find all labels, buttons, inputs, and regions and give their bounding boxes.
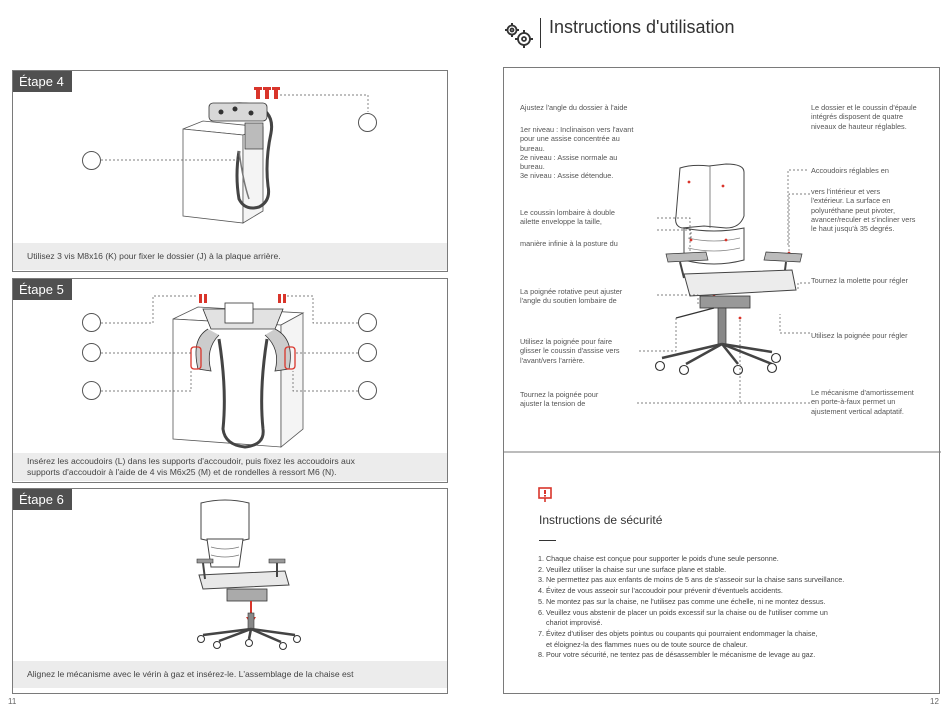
callout-circle xyxy=(358,343,377,362)
armrest-line: vers l'intérieur et vers xyxy=(811,187,881,196)
safety-title-underline xyxy=(539,540,556,541)
rotary-line: l'angle du soutien lombaire de xyxy=(520,296,617,306)
note-armrests: vers l'intérieur et vers l'extérieur. La… xyxy=(811,187,915,233)
callout-circle xyxy=(358,113,377,132)
mechanism-line: ajustement vertical adaptatif. xyxy=(811,406,904,416)
note-headrest: Le dossier et le coussin d'épaule intégr… xyxy=(811,103,917,131)
page-number-right: 12 xyxy=(930,697,939,706)
warning-icon xyxy=(538,487,552,503)
safety-item: 8. Pour votre sécurité, ne tentez pas de… xyxy=(538,650,816,660)
tension-line: ajuster la tension de xyxy=(520,399,586,409)
note-lumbar-posture: manière infinie à la posture du xyxy=(520,239,618,248)
note-knob: Tournez la molette pour régler xyxy=(811,276,908,285)
level-line: 2e niveau : Assise normale au xyxy=(520,152,618,162)
callout-circle xyxy=(358,313,377,332)
armrest-line: polyuréthane peut pivoter, xyxy=(811,205,895,215)
safety-item: chariot improvisé. xyxy=(546,618,603,628)
step-5-illustration xyxy=(101,294,358,449)
note-lumbar: Le coussin lombaire à double ailette env… xyxy=(520,208,615,227)
safety-title: Instructions de sécurité xyxy=(539,513,663,527)
slide-line: glisser le coussin d'assise vers xyxy=(520,346,620,356)
tension-line: Tournez la poignée pour xyxy=(520,390,599,399)
step-5-caption-line1: Insérez les accoudoirs (L) dans les supp… xyxy=(27,456,355,466)
safety-list: 1. Chaque chaise est conçue pour support… xyxy=(538,554,844,661)
safety-item: 4. Évitez de vous asseoir sur l'accoudoi… xyxy=(538,586,783,596)
note-seat-slide: Utilisez la poignée pour faire glisser l… xyxy=(520,337,620,365)
level-line: bureau. xyxy=(520,143,545,153)
chair-features-diagram xyxy=(504,163,941,453)
safety-item: et éloignez-la des flammes nues ou de to… xyxy=(546,639,748,649)
note-mechanism: Le mécanisme d'amortissement en porte-à-… xyxy=(811,388,914,416)
armrest-line: avancer/reculer et s'incliner vers xyxy=(811,214,916,224)
callout-circle xyxy=(82,313,101,332)
step-6-illustration xyxy=(196,499,301,650)
headrest-line: Le dossier et le coussin d'épaule xyxy=(811,103,917,112)
level-line: 1er niveau : Inclinaison vers l'avant xyxy=(520,125,634,134)
headrest-line: niveaux de hauteur réglables. xyxy=(811,121,907,131)
note-backrest-title: Ajustez l'angle du dossier à l'aide xyxy=(520,103,628,112)
armrest-line: le haut jusqu'à 35 degrés. xyxy=(811,224,895,234)
step-5-caption-line2: supports d'accoudoir à l'aide de 4 vis M… xyxy=(27,467,337,477)
step-6-caption: Alignez le mécanisme avec le vérin à gaz… xyxy=(13,661,447,688)
callout-circle xyxy=(82,151,101,170)
step-4-illustration xyxy=(101,87,369,224)
slide-line: Utilisez la poignée pour faire xyxy=(520,337,613,346)
safety-item: 7. Évitez d'utiliser des objets pointus … xyxy=(538,628,818,638)
step-5-tag: Étape 5 xyxy=(13,279,72,300)
header-divider xyxy=(540,18,541,48)
note-handle: Utilisez la poignée pour régler xyxy=(811,331,908,340)
gears-icon xyxy=(503,20,537,50)
step-6-tag: Étape 6 xyxy=(13,489,72,510)
note-rotary-handle: La poignée rotative peut ajuster l'angle… xyxy=(520,287,622,306)
note-backrest-levels: 1er niveau : Inclinaison vers l'avant po… xyxy=(520,125,633,181)
step-4-caption: Utilisez 3 vis M8x16 (K) pour fixer le d… xyxy=(13,243,447,270)
note-armrests-title: Accoudoirs réglables en xyxy=(811,166,889,175)
note-tension: Tournez la poignée pour ajuster la tensi… xyxy=(520,390,598,409)
callout-circle xyxy=(82,343,101,362)
step-5-caption: Insérez les accoudoirs (L) dans les supp… xyxy=(13,453,447,481)
page-title: Instructions d'utilisation xyxy=(549,17,735,37)
step-4-panel: Étape 4 Utilisez 3 vis M8x16 (K) pour fi… xyxy=(12,70,448,272)
safety-item: 2. Veuillez utiliser la chaise sur une s… xyxy=(538,564,727,574)
lumbar-line: Le coussin lombaire à double xyxy=(520,208,615,217)
usage-panel: Ajustez l'angle du dossier à l'aide 1er … xyxy=(503,67,941,694)
slide-line: l'avant/vers l'arrière. xyxy=(520,355,585,365)
level-line: bureau. xyxy=(520,162,545,172)
callout-circle xyxy=(358,381,377,400)
rotary-line: La poignée rotative peut ajuster xyxy=(520,287,623,296)
step-5-panel: Étape 5 Insérez les accoudoirs xyxy=(12,278,448,483)
lumbar-line: ailette enveloppe la taille, xyxy=(520,217,602,227)
step-4-tag: Étape 4 xyxy=(13,71,72,92)
page-number-left: 11 xyxy=(8,697,17,706)
mechanism-line: en porte-à-faux permet un xyxy=(811,397,896,407)
armrest-line: l'extérieur. La surface en xyxy=(811,196,891,206)
callout-circle xyxy=(82,381,101,400)
step-6-panel: Étape 6 Alignez le mécanisme avec le vér… xyxy=(12,488,448,694)
mechanism-line: Le mécanisme d'amortissement xyxy=(811,388,914,397)
headrest-line: intégrés disposent de quatre xyxy=(811,112,904,122)
safety-item: 1. Chaque chaise est conçue pour support… xyxy=(538,554,779,563)
level-line: pour une assise concentrée au xyxy=(520,134,620,144)
safety-item: 5. Ne montez pas sur la chaise, ne l'uti… xyxy=(538,596,826,606)
safety-item: 6. Veuillez vous abstenir de placer un p… xyxy=(538,607,828,617)
safety-item: 3. Ne permettez pas aux enfants de moins… xyxy=(538,575,845,585)
level-line: 3e niveau : Assise détendue. xyxy=(520,171,614,181)
